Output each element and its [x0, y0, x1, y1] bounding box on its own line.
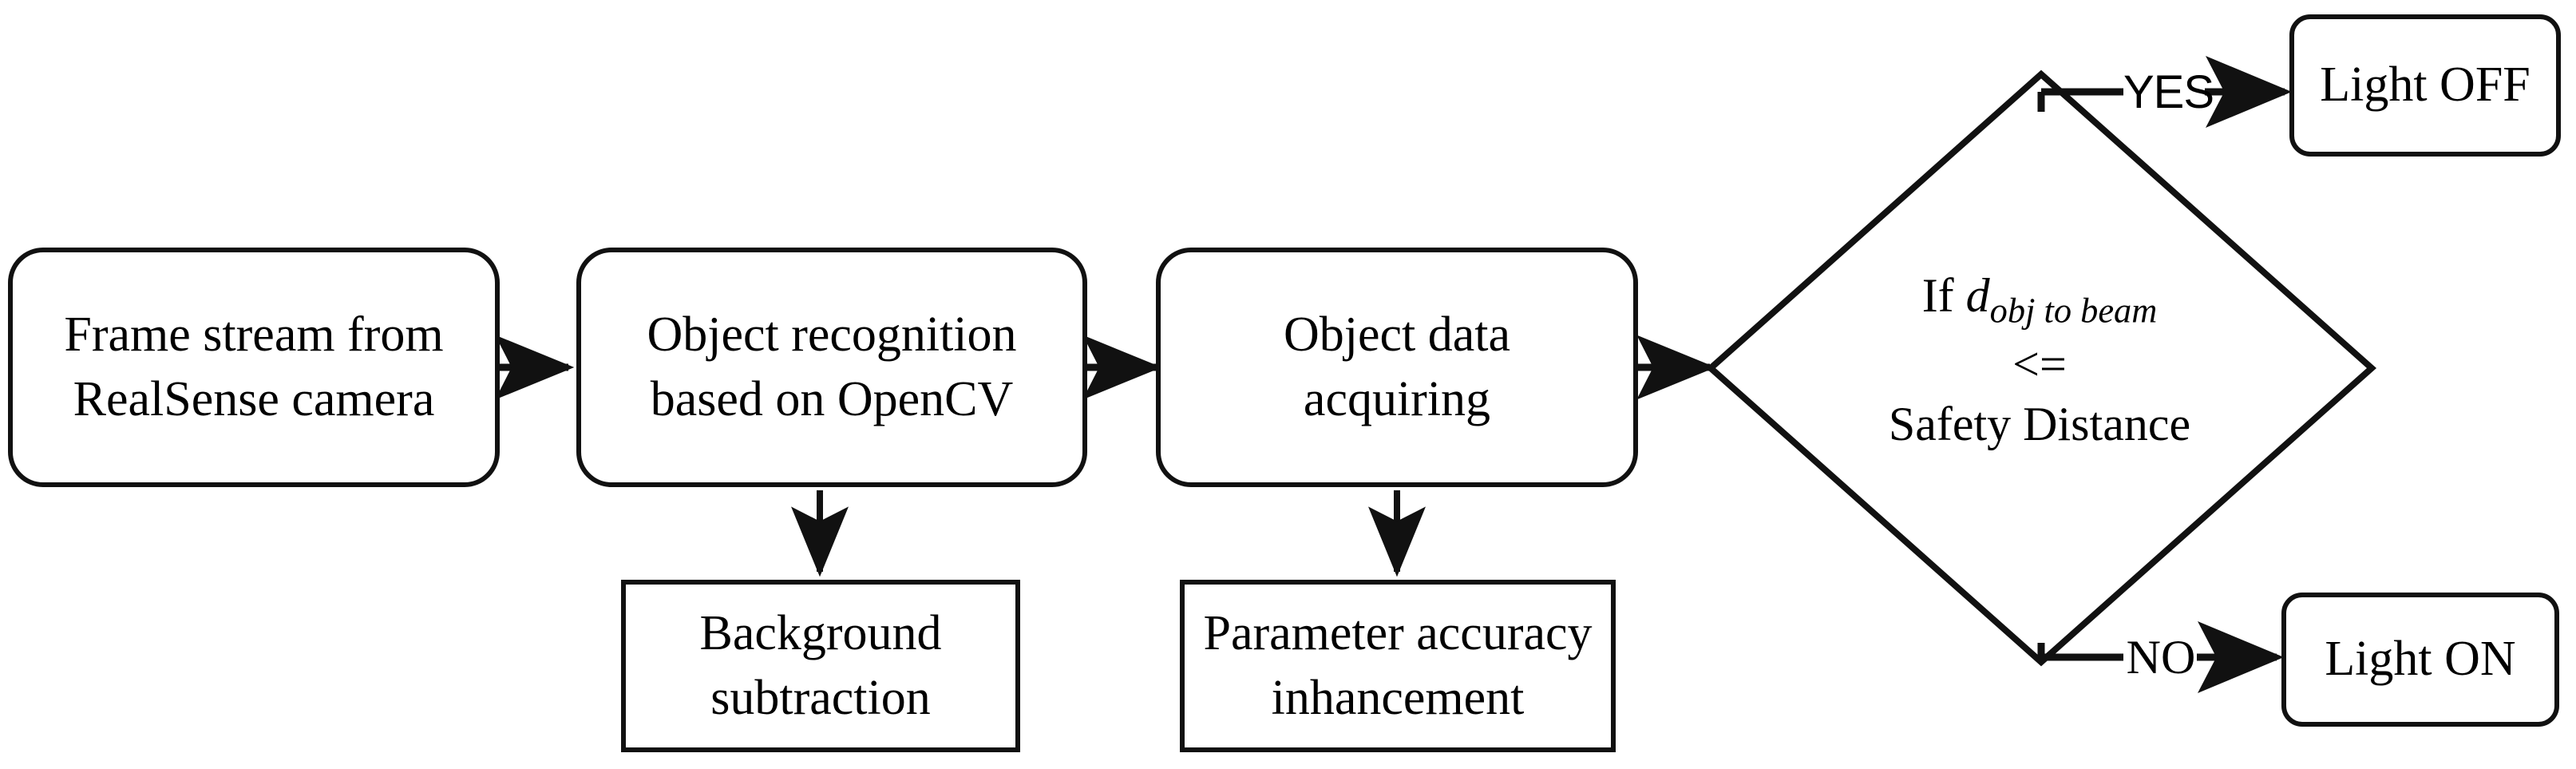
decision-diamond-text: If dobj to beam <= Safety Distance — [1800, 268, 2279, 452]
decision-symbol-d: d — [1965, 269, 1990, 322]
decision-line-1: If dobj to beam — [1800, 268, 2279, 331]
node-parameter-accuracy[interactable]: Parameter accuracy inhancement — [1180, 580, 1616, 752]
node-parameter-accuracy-label: Parameter accuracy inhancement — [1195, 601, 1600, 730]
parameter-accuracy-line1: Parameter accuracy — [1203, 606, 1593, 661]
decision-line-3: Safety Distance — [1888, 397, 2191, 450]
node-object-recognition[interactable]: Object recognition based on OpenCV — [576, 248, 1087, 487]
frame-stream-line2: RealSense camera — [73, 372, 435, 426]
background-subtraction-line2: subtraction — [710, 671, 931, 725]
decision-diamond-shape — [1705, 69, 2377, 667]
object-recognition-line1: Object recognition — [647, 307, 1017, 363]
object-data-line1: Object data — [1283, 307, 1511, 363]
light-off-label: Light OFF — [2320, 57, 2530, 113]
node-background-subtraction[interactable]: Background subtraction — [621, 580, 1020, 752]
object-data-line2: acquiring — [1303, 372, 1491, 426]
node-frame-stream[interactable]: Frame stream from RealSense camera — [8, 248, 500, 487]
edge-no-branch — [2037, 643, 2123, 661]
node-background-subtraction-label: Background subtraction — [691, 601, 949, 730]
edge-label-no: NO — [2126, 631, 2196, 684]
object-recognition-line2: based on OpenCV — [650, 372, 1014, 426]
node-light-on[interactable]: Light ON — [2281, 593, 2559, 727]
node-frame-stream-label: Frame stream from RealSense camera — [56, 303, 451, 431]
background-subtraction-line1: Background — [699, 606, 942, 661]
light-on-label: Light ON — [2325, 632, 2516, 687]
edge-label-yes: YES — [2123, 66, 2214, 118]
node-object-data[interactable]: Object data acquiring — [1156, 248, 1638, 487]
decision-if-prefix: If — [1921, 269, 1966, 322]
node-object-data-label: Object data acquiring — [1276, 303, 1518, 431]
node-object-recognition-label: Object recognition based on OpenCV — [639, 303, 1024, 431]
frame-stream-line1: Frame stream from — [64, 307, 444, 363]
parameter-accuracy-line2: inhancement — [1271, 671, 1525, 725]
decision-line-2: <= — [2012, 337, 2067, 390]
decision-subscript: obj to beam — [1989, 290, 2158, 331]
node-light-off[interactable]: Light OFF — [2289, 14, 2561, 157]
